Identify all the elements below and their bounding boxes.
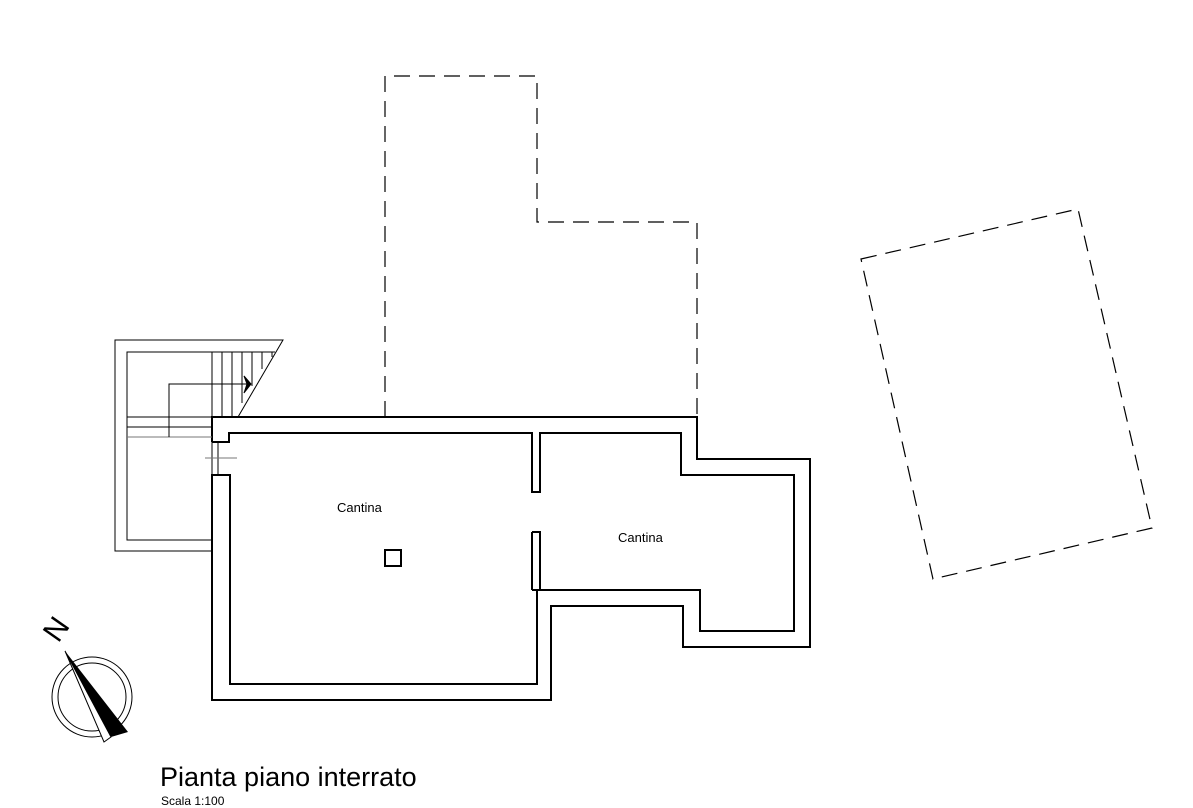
pillar bbox=[384, 549, 402, 567]
adjacent-building-outline bbox=[860, 208, 1153, 580]
staircase bbox=[114, 339, 284, 552]
north-arrow-icon: N bbox=[37, 611, 133, 743]
north-label: N bbox=[37, 611, 76, 648]
plan-title: Pianta piano interrato bbox=[160, 762, 417, 792]
room-label-cantina-2: Cantina bbox=[618, 530, 663, 545]
walls bbox=[211, 416, 811, 701]
plan-scale: Scala 1:100 bbox=[161, 794, 225, 808]
room-label-cantina-1: Cantina bbox=[337, 500, 382, 515]
upper-floor-outline bbox=[384, 75, 1153, 580]
stair-direction-arrow bbox=[168, 383, 248, 437]
